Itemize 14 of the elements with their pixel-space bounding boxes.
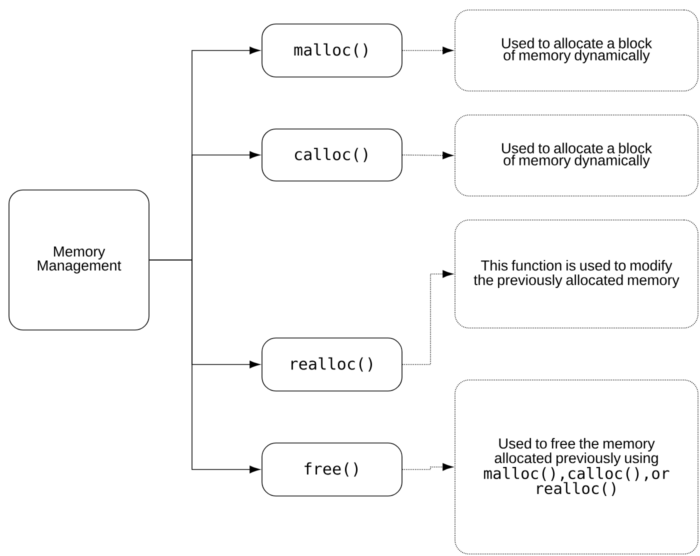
arrow [402,463,454,471]
arrow [402,152,454,160]
function-box: malloc() [262,24,402,78]
arrow [402,46,454,54]
function-box: free() [262,442,402,496]
function-box: realloc() [262,338,402,392]
process-box: Memory Management [8,190,150,330]
description-box: Used to allocate a block of memory dynamically [454,10,698,92]
function-box: calloc() [262,128,402,182]
description-box: Used to allocate a block of memory dynamically [454,114,698,196]
description-box: Used to free the memory allocated previously using malloc(),calloc(),or realloc() [454,380,698,554]
description-box: This function is used to modify the previously allocated memory [454,220,698,328]
arrow [402,270,454,365]
arrow [149,260,260,474]
